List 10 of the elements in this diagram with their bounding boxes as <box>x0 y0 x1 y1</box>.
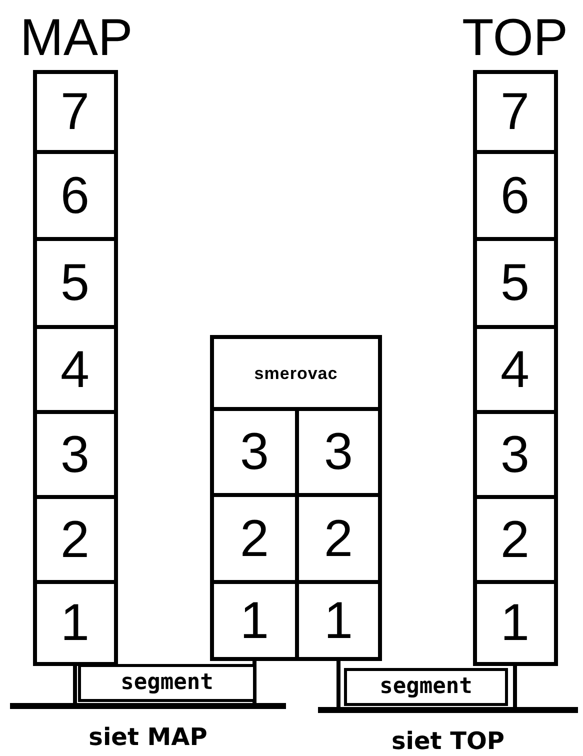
network-name: siet TOP <box>390 727 506 755</box>
stack-heading: TOP <box>461 8 569 68</box>
segment-label: segment <box>344 668 508 706</box>
network-name: siet MAP <box>88 723 208 751</box>
connector-line <box>336 661 340 708</box>
connector-line <box>252 661 256 704</box>
connector-line <box>73 666 77 704</box>
stack-heading: MAP <box>20 8 130 68</box>
connector-line <box>513 666 517 708</box>
segment-label: segment <box>78 664 256 702</box>
